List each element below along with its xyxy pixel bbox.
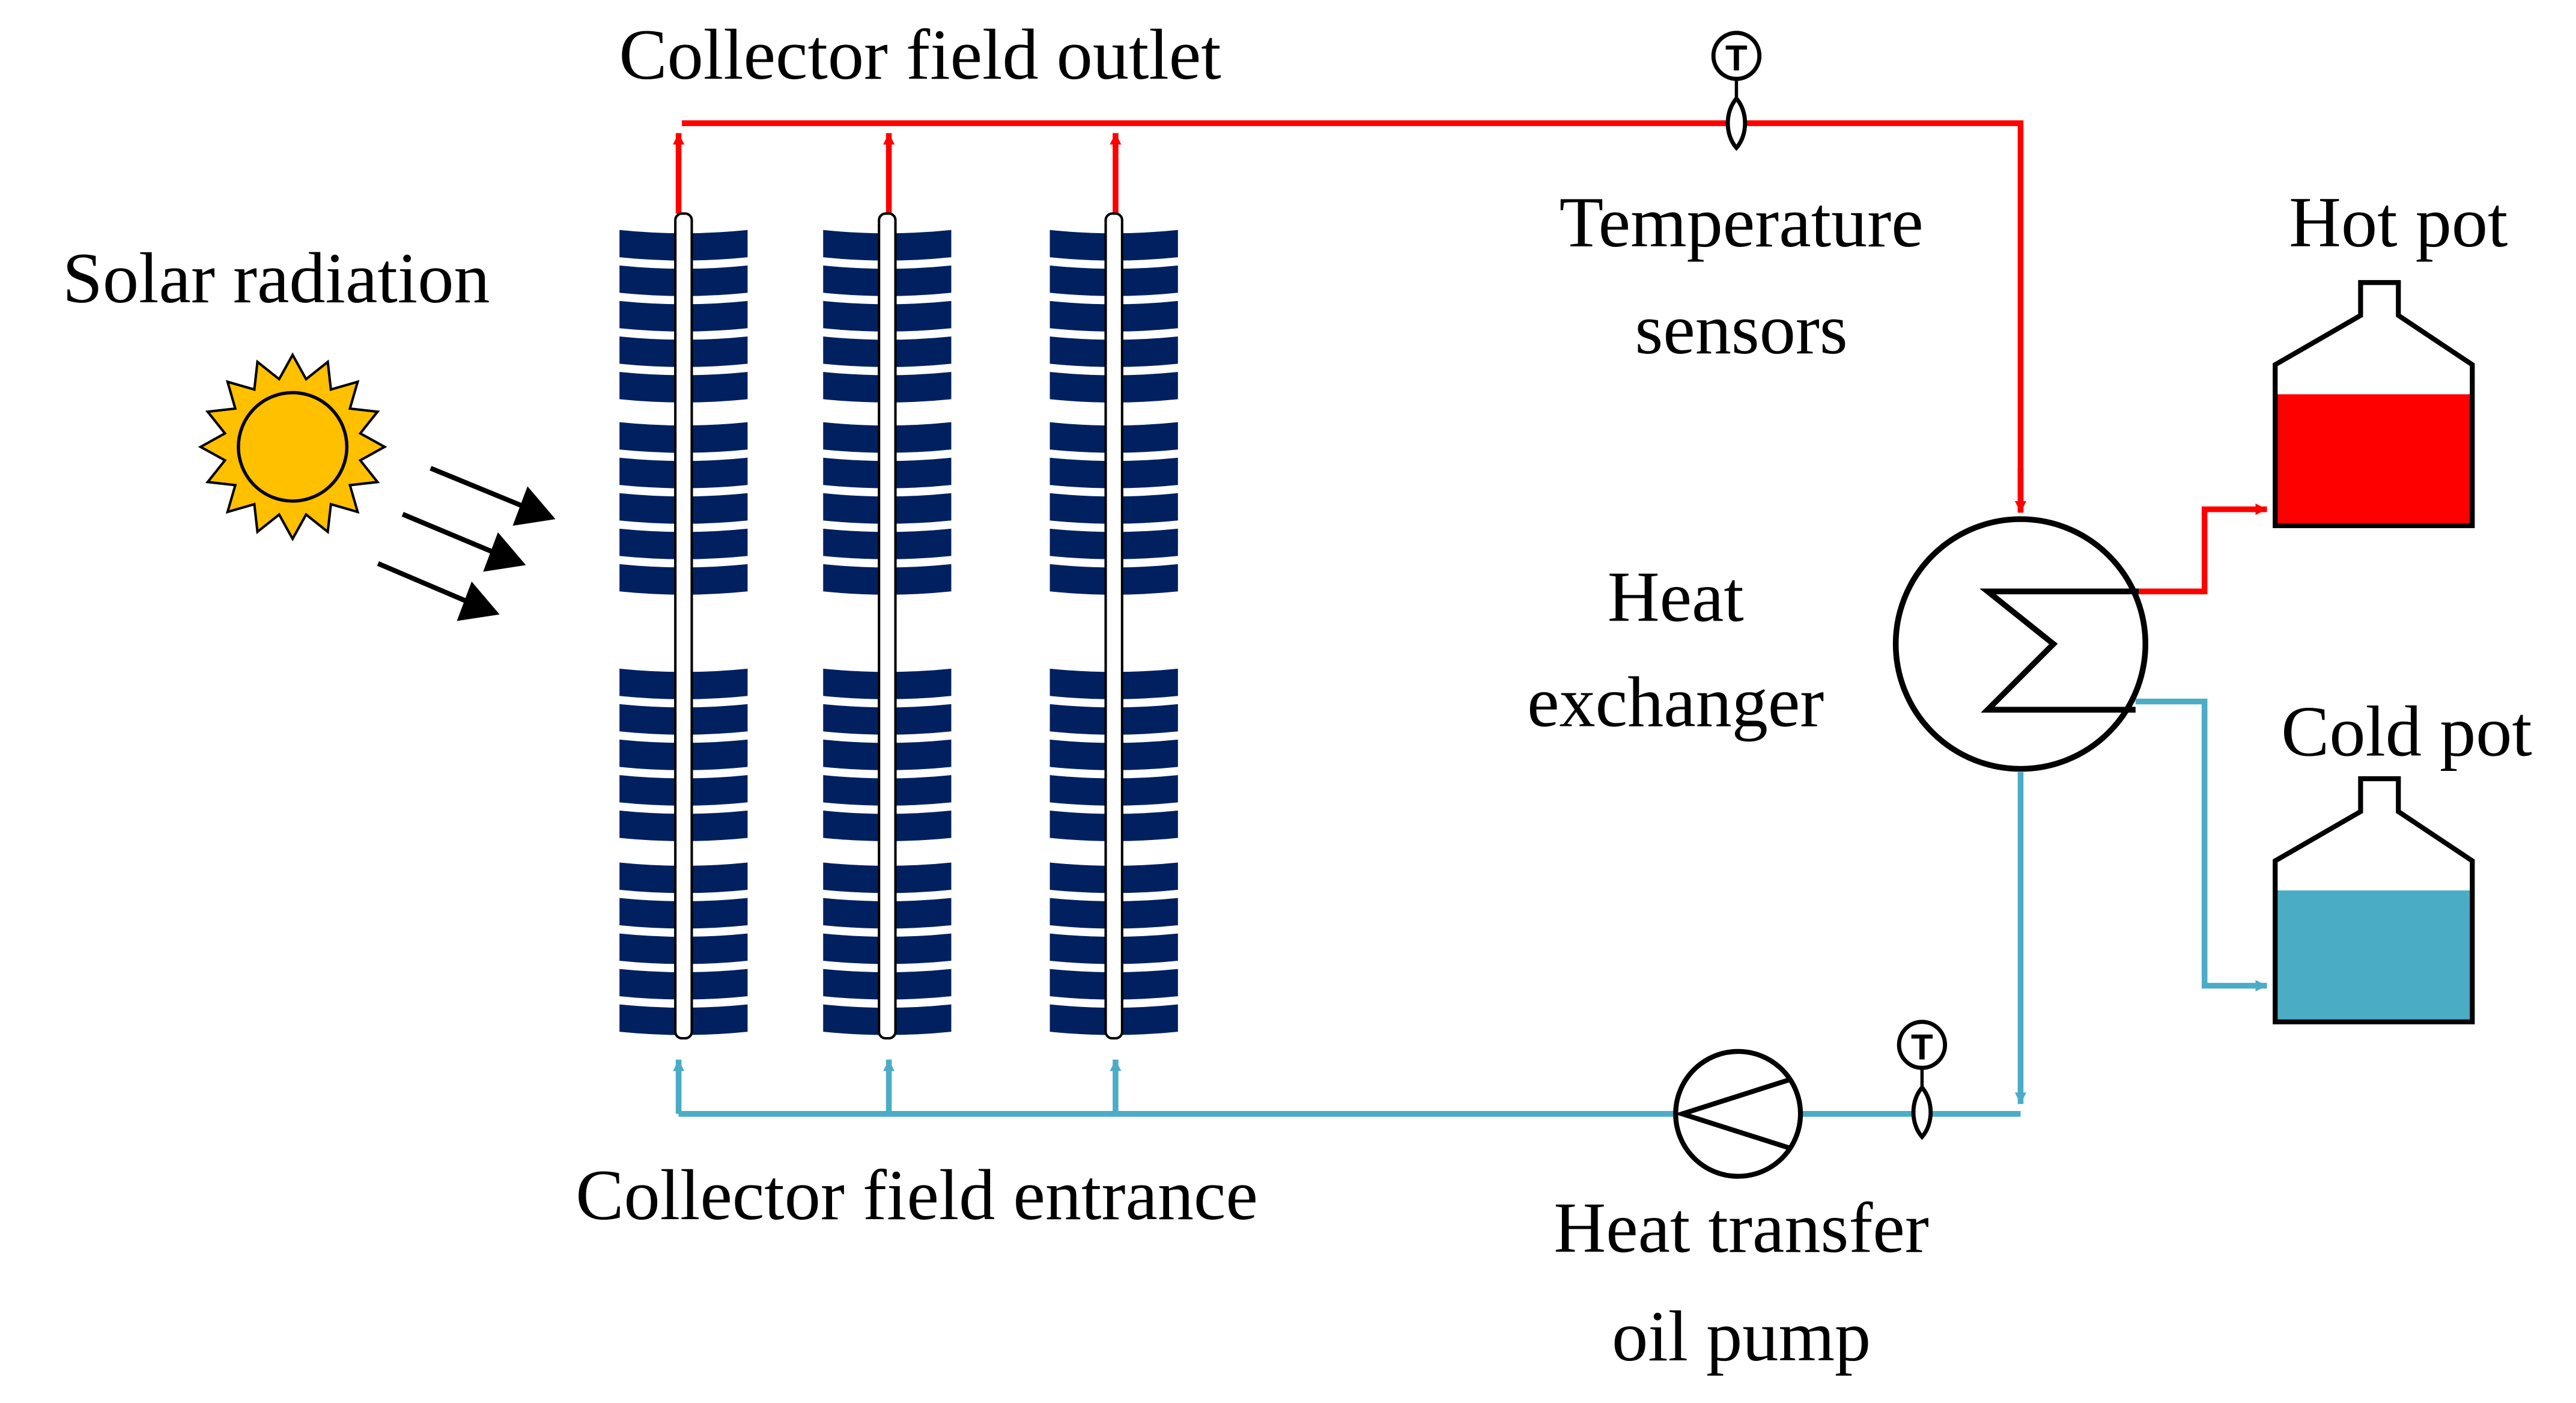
- radiation-arrows: [377, 466, 556, 621]
- hot-pot-label: Hot pot: [2289, 183, 2508, 263]
- temperature-sensors-label-1: Temperature: [1560, 183, 1924, 263]
- sensor-symbol-return: T: [1911, 1027, 1933, 1068]
- collector-panel: [619, 422, 748, 595]
- absorber-tube: [1104, 212, 1123, 1040]
- hot-pot-icon: [2273, 280, 2475, 529]
- absorber-tube: [674, 212, 693, 1040]
- hot-outlet-pipe: [673, 120, 2267, 597]
- collector-field: [619, 212, 1178, 1040]
- hot-pot-link: [2127, 504, 2267, 597]
- solar-radiation-label: Solar radiation: [62, 239, 490, 318]
- pump-label-2: oil pump: [1612, 1297, 1871, 1377]
- temperature-sensor-outlet: T: [1711, 31, 1762, 151]
- temperature-sensors-label-2: sensors: [1635, 290, 1848, 370]
- heat-exchanger-label-2: exchanger: [1527, 663, 1824, 743]
- collector-outlet-label: Collector field outlet: [619, 15, 1221, 95]
- sun-icon: [198, 352, 387, 542]
- temperature-sensor-return: T: [1897, 1020, 1948, 1140]
- heat-exchanger-icon: [1892, 516, 2149, 772]
- collector-entrance-label: Collector field entrance: [576, 1155, 1258, 1235]
- oil-pump-icon: [1673, 1048, 1803, 1179]
- absorber-tube: [878, 212, 897, 1040]
- pump-label-1: Heat transfer: [1554, 1188, 1929, 1268]
- cold-pot-icon: [2273, 776, 2475, 1024]
- collector-column-2: [823, 212, 952, 1040]
- collector-column-3: [1050, 212, 1178, 1040]
- cold-pot-label: Cold pot: [2281, 692, 2532, 772]
- sensor-symbol-outlet: T: [1725, 38, 1748, 79]
- heat-exchanger-label-1: Heat: [1608, 558, 1744, 638]
- cold-pot-link: [2124, 695, 2267, 992]
- collector-column-1: [619, 212, 748, 1040]
